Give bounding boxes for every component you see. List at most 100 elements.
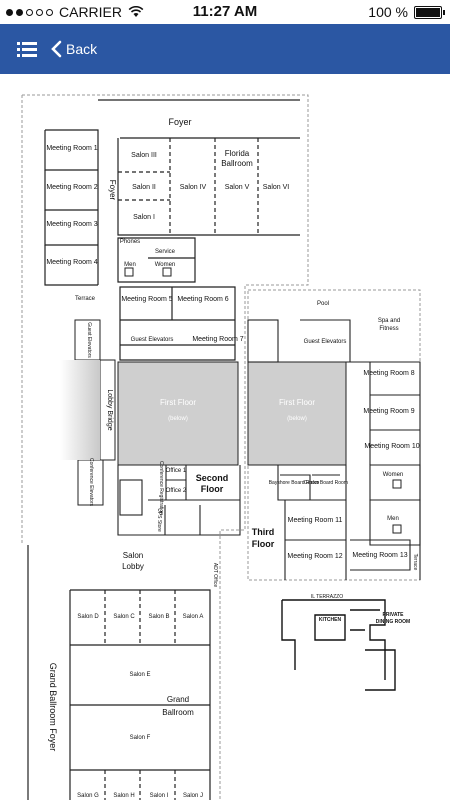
label-salon-g: Salon G (77, 793, 99, 799)
label-first-floor-right: First Floor (279, 398, 315, 407)
label-kitchen: KITCHEN (319, 617, 342, 623)
label-terrace: Terrace (75, 296, 96, 302)
label-salon-i-lower: Salon I (150, 793, 169, 799)
label-office-1: Office 1 (166, 468, 187, 474)
second-floor-walls (117, 465, 241, 536)
floor-plan-map[interactable]: Foyer Florida Ballroom Salon III Salon I… (0, 74, 450, 800)
label-men-right: Men (387, 516, 399, 522)
label-adt-office: ADT Office (212, 563, 218, 587)
label-pool: Pool (317, 301, 329, 307)
label-salon-lobby-2: Lobby (122, 562, 144, 571)
label-guest-elevators: Guest Elevators (131, 337, 174, 343)
label-dining-room: DINING ROOM (376, 619, 410, 625)
label-gecko: Gecko Board Room (304, 480, 348, 486)
label-salon-a: Salon A (183, 614, 204, 620)
label-registration: Conference Registration (158, 461, 164, 515)
right-labels: Pool Spa and Fitness Guest Elevators Mee… (252, 301, 420, 571)
label-florida-ballroom: Ballroom (221, 159, 253, 168)
label-salon-iv: Salon IV (180, 184, 207, 191)
label-meeting-1: Meeting Room 1 (46, 145, 97, 152)
back-button[interactable]: Back (50, 36, 97, 62)
signal-icon (6, 8, 53, 16)
carrier-label: CARRIER (59, 4, 123, 20)
label-meeting-5: Meeting Room 5 (121, 296, 172, 303)
label-below-left: (below) (168, 416, 188, 422)
label-salon-f: Salon F (130, 735, 151, 741)
upper-labels: Foyer Florida Ballroom Salon III Salon I… (46, 117, 289, 343)
label-foyer-side: Foyer (108, 180, 117, 201)
label-lobby-bridge: Lobby Bridge (106, 389, 113, 430)
first-floor-left[interactable]: First Floor (below) (117, 361, 239, 466)
label-guest-elevators-right: Guest Elevators (304, 339, 347, 345)
label-meeting-9: Meeting Room 9 (363, 408, 414, 415)
label-first-floor-left: First Floor (160, 398, 196, 407)
label-fitness: Fitness (379, 326, 398, 332)
label-guest-elevators-side: Guest Elevators (86, 322, 92, 358)
upper-block-walls (44, 99, 300, 361)
list-icon[interactable] (16, 38, 38, 60)
first-floor-right[interactable]: First Floor (below) (247, 361, 347, 466)
label-meeting-3: Meeting Room 3 (46, 221, 97, 228)
label-meeting-11: Meeting Room 11 (288, 517, 343, 524)
wifi-icon (128, 6, 144, 17)
label-salon-h: Salon H (113, 793, 134, 799)
battery-icon (414, 5, 445, 19)
label-salon-iii: Salon III (131, 152, 157, 159)
label-meeting-10: Meeting Room 10 (364, 443, 419, 450)
label-meeting-8: Meeting Room 8 (363, 370, 414, 377)
second-floor-labels: Office 1 Office 2 Second Floor Conferenc… (156, 461, 228, 587)
label-salon-lobby-1: Salon (123, 551, 143, 560)
label-salon-i: Salon I (133, 214, 155, 221)
label-men: Men (124, 262, 136, 268)
chevron-left-icon (51, 40, 62, 58)
battery-group: 100 % (368, 4, 445, 20)
il-terrazzo-inset[interactable] (281, 599, 396, 691)
restroom-icon (124, 267, 402, 534)
label-grand-ballroom-foyer: Grand Ballroom Foyer (48, 663, 58, 752)
label-il-terrazzo: IL TERRAZZO (311, 594, 343, 600)
label-salon-b: Salon B (148, 614, 169, 620)
label-spa: Spa and (378, 318, 400, 324)
label-below-right: (below) (287, 416, 307, 422)
label-terrace-right: Terrace (412, 554, 418, 571)
label-grand-ballroom: Ballroom (162, 708, 194, 717)
label-private: PRIVATE (383, 612, 405, 618)
label-bayshore: Bayshore Board Room (269, 480, 320, 486)
label-meeting-13: Meeting Room 13 (352, 552, 407, 559)
label-third: Third (252, 527, 275, 537)
label-women: Women (155, 262, 176, 268)
label-conference-elevators: Conference Elevators (88, 458, 94, 507)
label-second-floor: Floor (201, 484, 224, 494)
back-label: Back (66, 41, 98, 57)
il-terrazzo-labels: IL TERRAZZO KITCHEN PRIVATE DINING ROOM (311, 594, 410, 625)
label-salon-ii: Salon II (132, 184, 156, 191)
right-block-walls (247, 319, 421, 580)
label-women-right: Women (383, 472, 404, 478)
label-foyer: Foyer (168, 117, 191, 127)
nav-bar: Back (0, 24, 450, 74)
label-ups-store: UPS Store (156, 508, 162, 532)
label-meeting-4: Meeting Room 4 (46, 259, 97, 266)
grand-ballroom-walls (27, 545, 211, 800)
label-meeting-2: Meeting Room 2 (46, 184, 97, 191)
label-salon-j: Salon J (183, 793, 203, 799)
label-meeting-7: Meeting Room 7 (192, 336, 243, 343)
label-third-floor: Floor (252, 539, 275, 549)
label-salon-e: Salon E (129, 672, 150, 678)
label-salon-v: Salon V (225, 184, 250, 191)
label-salon-d: Salon D (77, 614, 99, 620)
label-second: Second (196, 473, 229, 483)
status-bar: CARRIER 11:27 AM 100 % (0, 0, 450, 24)
carrier-group: CARRIER (6, 4, 144, 20)
clock: 11:27 AM (192, 3, 258, 20)
label-phones: Phones (120, 239, 140, 245)
label-florida: Florida (225, 149, 250, 158)
label-grand: Grand (167, 695, 189, 704)
label-meeting-6: Meeting Room 6 (177, 296, 228, 303)
label-meeting-12: Meeting Room 12 (287, 553, 342, 560)
lobby-shade (60, 360, 100, 460)
label-office-2: Office 2 (166, 488, 187, 494)
grand-ballroom-labels: Salon Lobby Salon D Salon C Salon B Salo… (48, 551, 203, 799)
label-service: Service (155, 249, 176, 255)
label-salon-c: Salon C (113, 614, 135, 620)
